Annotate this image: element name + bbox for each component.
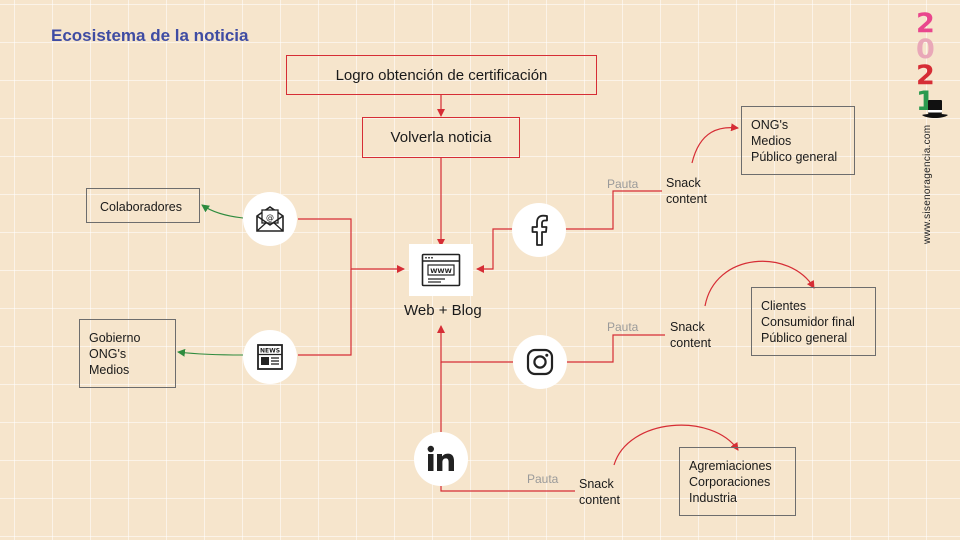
curve-instagram-target [704, 260, 815, 307]
node-colaboradores-label: Colaboradores [100, 200, 182, 214]
snack-instagram-line-2: content [670, 336, 712, 350]
facebook-icon [531, 214, 548, 246]
node-ong-medios-line-3: Público general [751, 150, 838, 164]
snack-facebook-line-1: Snack [666, 176, 701, 190]
connector-news-gobierno [177, 348, 244, 357]
email-icon: @ [256, 206, 284, 232]
node-ong-medios-line-1: ONG's [751, 118, 789, 132]
svg-text:@: @ [266, 213, 274, 222]
connector-email-colaboradores [201, 204, 244, 219]
node-colaboradores: Colaboradores [86, 188, 200, 223]
pauta-linkedin: Pauta [527, 472, 559, 486]
newspaper-channel: NEWS [243, 330, 297, 384]
node-agremiaciones: Agremiaciones Corporaciones Industria [679, 447, 796, 516]
node-clientes: Clientes Consumidor final Público genera… [751, 287, 876, 356]
website-card: WWW [409, 244, 473, 296]
node-gobierno-line-3: Medios [89, 363, 130, 377]
pauta-instagram: Pauta [607, 320, 639, 334]
node-volverla: Volverla noticia [362, 117, 520, 158]
node-gobierno-line-2: ONG's [89, 347, 127, 361]
linkedin-channel [414, 432, 468, 486]
connector-pauta-facebook [564, 190, 662, 230]
connector-linkedin-pauta [440, 486, 575, 492]
connector-pauta-instagram [564, 334, 665, 363]
curve-linkedin-target [613, 424, 739, 466]
instagram-channel [513, 335, 567, 389]
node-ong-medios-line-2: Medios [751, 134, 792, 148]
svg-text:NEWS: NEWS [260, 348, 280, 355]
instagram-icon [526, 348, 554, 376]
node-logro-label: Logro obtención de certificación [335, 66, 548, 84]
year-digit-3: 2 [916, 60, 935, 91]
node-gobierno: Gobierno ONG's Medios [79, 319, 176, 388]
top-hat-icon [922, 100, 948, 118]
snack-linkedin-line-1: Snack [579, 477, 614, 491]
year-digit-2: 0 [916, 34, 935, 65]
snack-instagram: Snack content [670, 319, 711, 351]
node-ong-medios: ONG's Medios Público general [741, 106, 855, 175]
email-channel: @ [243, 192, 297, 246]
snack-facebook: Snack content [666, 175, 707, 207]
node-gobierno-line-1: Gobierno [89, 331, 141, 345]
connector-news-web [298, 269, 352, 356]
snack-linkedin: Snack content [579, 476, 620, 508]
node-logro: Logro obtención de certificación [286, 55, 597, 95]
node-web-blog-label: Web + Blog [404, 302, 482, 319]
website-icon: WWW [421, 253, 461, 287]
snack-linkedin-line-2: content [579, 493, 621, 507]
connector-instagram-web [437, 325, 513, 363]
brand-year-logo: 2 0 2 1 [916, 8, 942, 115]
node-agremiaciones-line-3: Industria [689, 491, 737, 505]
snack-instagram-line-1: Snack [670, 320, 705, 334]
svg-text:WWW: WWW [430, 267, 452, 275]
curve-facebook-target [691, 123, 739, 164]
page-title: Ecosistema de la noticia [51, 26, 249, 45]
snack-facebook-line-2: content [666, 192, 708, 206]
node-agremiaciones-line-1: Agremiaciones [689, 459, 772, 473]
linkedin-icon [427, 445, 454, 471]
pauta-facebook: Pauta [607, 177, 639, 191]
year-digit-1: 2 [916, 8, 935, 39]
node-agremiaciones-line-2: Corporaciones [689, 475, 771, 489]
facebook-channel [512, 203, 566, 257]
newspaper-icon: NEWS [257, 344, 283, 370]
brand-website: www.sisenoragencia.com [922, 124, 933, 244]
connector-email-web [298, 218, 405, 273]
node-volverla-label: Volverla noticia [390, 129, 492, 146]
node-clientes-line-2: Consumidor final [761, 315, 855, 329]
node-clientes-line-3: Público general [761, 331, 848, 345]
node-clientes-line-1: Clientes [761, 299, 807, 313]
